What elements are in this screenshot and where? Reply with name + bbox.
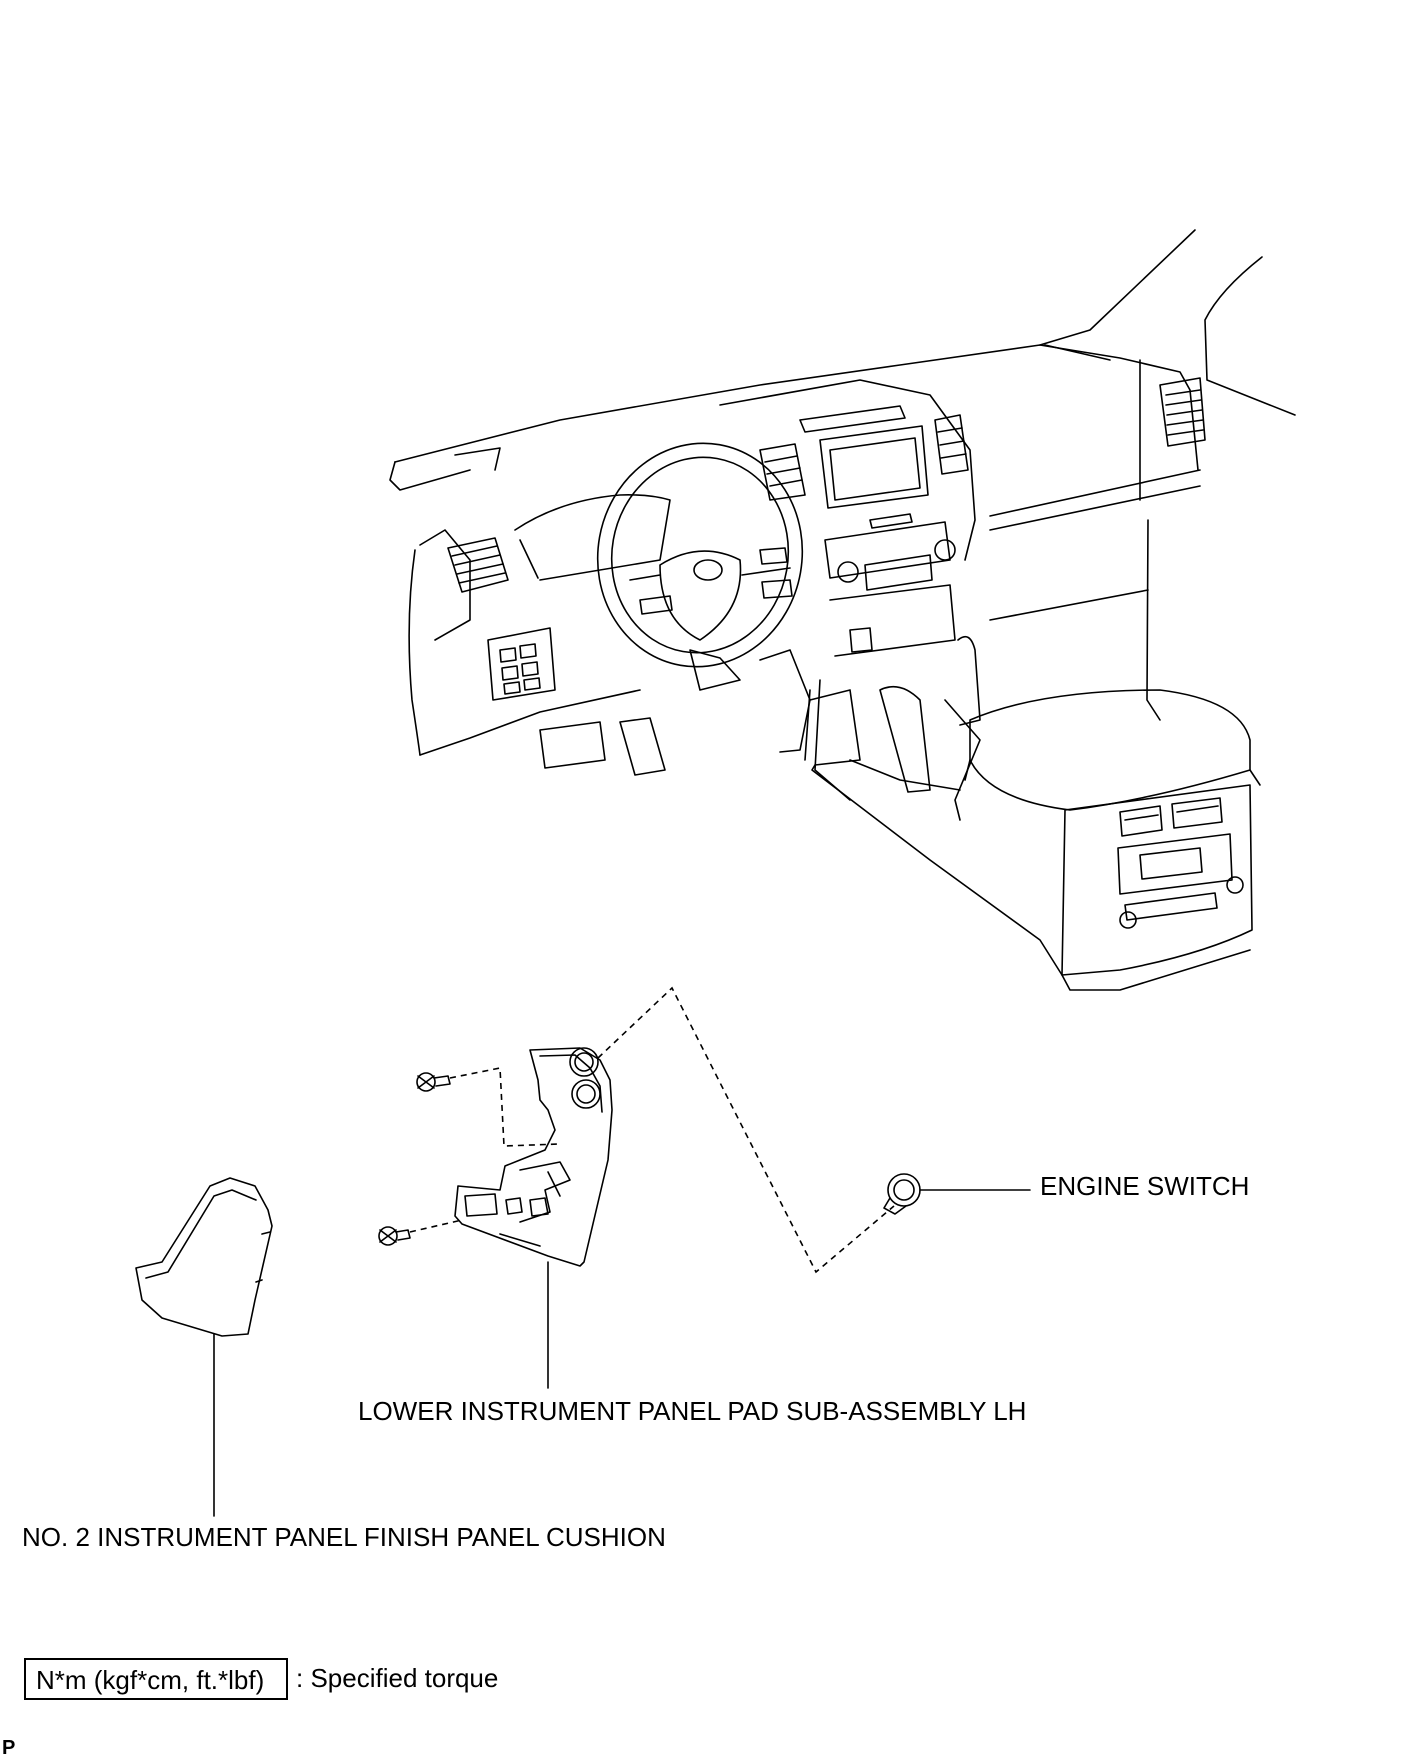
lower-panel-pad-label: LOWER INSTRUMENT PANEL PAD SUB-ASSEMBLY …: [358, 1396, 1027, 1426]
screw-upper: [416, 1072, 451, 1092]
torque-legend-box: N*m (kgf*cm, ft.*lbf): [24, 1658, 288, 1700]
finish-panel-cushion-label: NO. 2 INSTRUMENT PANEL FINISH PANEL CUSH…: [22, 1522, 666, 1552]
screw-lower: [378, 1226, 411, 1246]
engine-switch-label: ENGINE SWITCH: [1040, 1171, 1250, 1201]
dashed-alignment-lines: [409, 986, 895, 1274]
torque-legend-description: : Specified torque: [296, 1663, 499, 1693]
corner-mark: P: [2, 1737, 16, 1759]
torque-legend-units: N*m (kgf*cm, ft.*lbf): [36, 1665, 265, 1695]
finish-panel-cushion-part: [135, 1177, 273, 1337]
lower-panel-pad-part: [454, 1047, 613, 1267]
engine-switch-part: [883, 1173, 921, 1215]
vehicle-dashboard-drawing: [389, 229, 1296, 991]
